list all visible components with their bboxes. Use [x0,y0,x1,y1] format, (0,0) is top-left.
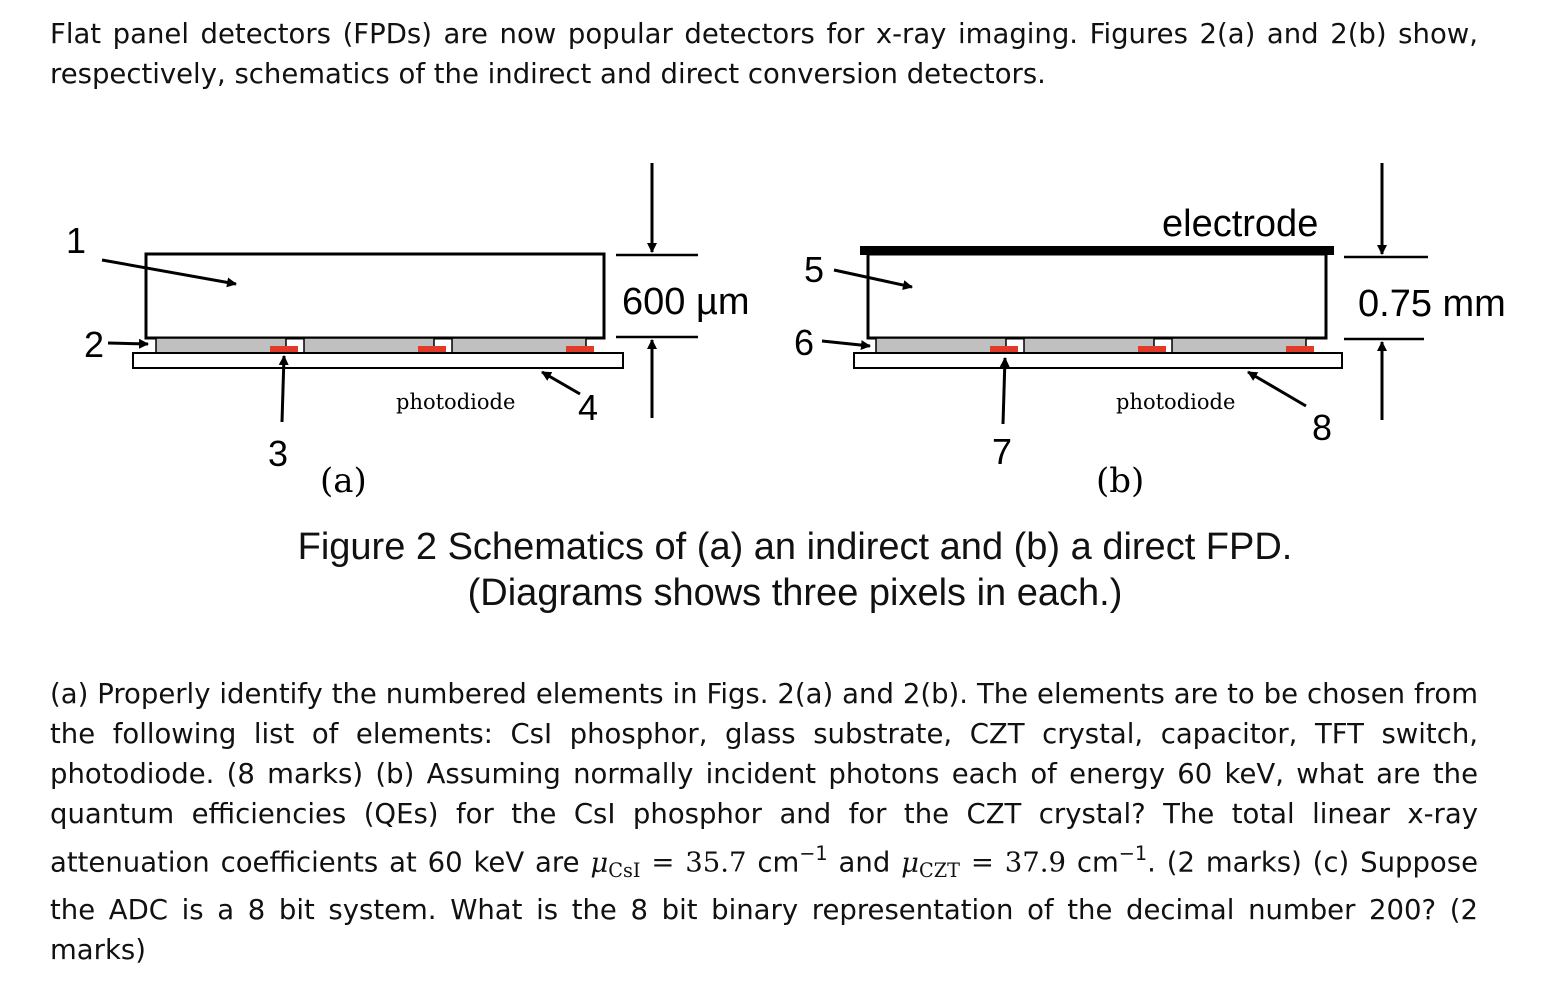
exponent-1: −1 [799,842,828,865]
question-text-1: (a) Properly identify the numbered eleme… [50,678,1478,879]
tft-switch-a2 [418,346,446,353]
sublabel-b: (b) [1096,461,1144,501]
tft-switch-b1 [990,346,1018,353]
glass-substrate-b [853,352,1343,369]
label-5: 5 [804,249,824,290]
label-3: 3 [268,433,288,474]
tft-switch-b3 [1286,346,1314,353]
photodiode-label-b: photodiode [1116,390,1235,414]
caption-line-1: Figure 2 Schematics of (a) an indirect a… [297,526,1293,568]
thickness-label-b: 0.75 mm [1358,283,1506,325]
pixel-a3 [451,337,587,354]
label-7: 7 [992,431,1012,472]
czt-crystal-block [866,252,1328,340]
mu-czt-value: = 37.9 [959,846,1066,879]
pixel-a1 [155,337,287,354]
panel-b: electrode 0.75 mm 5 6 7 8 photodiode (b) [794,163,1506,501]
label-8: 8 [1312,407,1332,448]
tft-switch-a1 [270,346,298,353]
sublabel-a: (a) [320,461,367,501]
pixel-b3 [1171,337,1307,354]
label-2: 2 [84,324,104,365]
thickness-label-a: 600 µm [622,281,750,323]
question-paragraph: (a) Properly identify the numbered eleme… [50,674,1478,970]
label-4: 4 [578,387,598,428]
figure-caption: Figure 2 Schematics of (a) an indirect a… [0,524,1550,616]
mu-csi: μCsI [590,846,641,882]
glass-substrate-a [132,352,624,369]
and-text: and [827,846,902,879]
photodiode-label-a: photodiode [396,390,515,414]
unit-cm-1: cm [746,846,800,879]
mu-csi-value: = 35.7 [640,846,747,879]
pixel-b2 [1023,337,1155,354]
unit-cm-2: cm [1066,846,1119,879]
electrode-label: electrode [1162,203,1318,245]
tft-switch-a3 [566,346,594,353]
intro-paragraph: Flat panel detectors (FPDs) are now popu… [50,18,1478,90]
electrode-bar [860,246,1334,255]
mu-czt: μCZT [901,846,960,882]
csi-phosphor-block [144,252,606,340]
pixel-b1 [875,337,1007,354]
exponent-2: −1 [1118,842,1148,865]
label-6: 6 [794,322,814,363]
tft-switch-b2 [1138,346,1166,353]
panel-a: 600 µm 1 2 3 4 photodiode (a) [66,163,750,501]
pixel-a2 [303,337,435,354]
fpd-schematic-figure: 600 µm 1 2 3 4 photodiode (a) electrode … [66,163,1506,501]
question-text-2: . (2 marks) (c) Suppose the ADC is a 8 b… [50,846,1478,967]
label-1: 1 [66,220,86,261]
caption-line-2: (Diagrams shows three pixels in each.) [467,572,1123,614]
